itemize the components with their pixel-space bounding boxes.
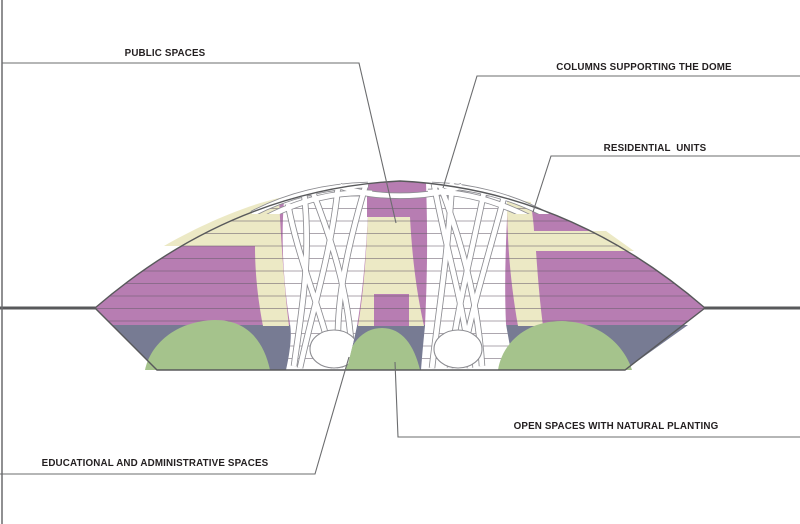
green-mound-right [498, 321, 632, 370]
label-open-spaces: OPEN SPACES WITH NATURAL PLANTING [514, 421, 719, 432]
column-base-pods [309, 329, 483, 369]
label-public-spaces: PUBLIC SPACES [125, 48, 206, 59]
label-educational: EDUCATIONAL AND ADMINISTRATIVE SPACES [42, 458, 269, 469]
dome-outline [93, 180, 707, 371]
labels: PUBLIC SPACES COLUMNS SUPPORTING THE DOM… [42, 48, 732, 469]
green-mound-center [345, 328, 420, 370]
center-bottom-inset [374, 294, 409, 326]
leader-educational [0, 356, 350, 475]
open-spaces-regions [145, 320, 632, 370]
leader-columns [442, 75, 800, 189]
leader-public-spaces [2, 62, 397, 224]
leader-open-spaces [394, 361, 800, 438]
label-residential: RESIDENTIAL UNITS [604, 143, 707, 154]
public-space-left-cross [164, 198, 289, 326]
green-mound-left [145, 320, 270, 370]
dome-columns [252, 183, 548, 368]
leader-residential [532, 155, 800, 213]
public-space-right-cross [507, 197, 634, 326]
label-columns: COLUMNS SUPPORTING THE DOME [556, 62, 732, 73]
